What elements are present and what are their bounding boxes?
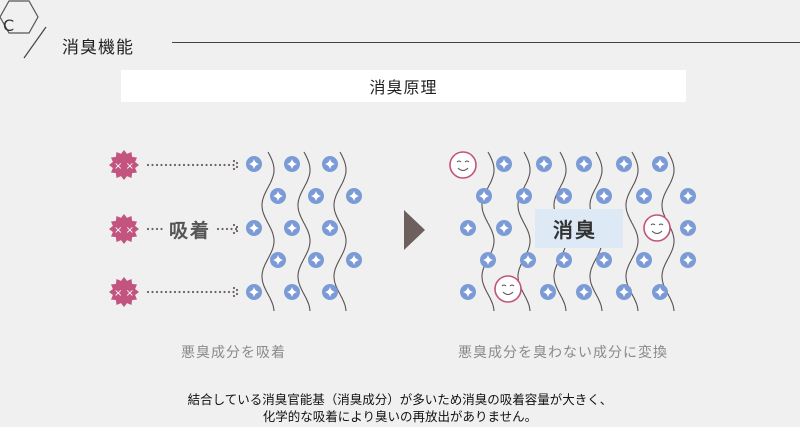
deodorant-component-icon (284, 156, 300, 172)
deodorant-component-icon (322, 284, 338, 300)
deodorant-component-icon (284, 220, 300, 236)
deodorant-component-icon (322, 156, 338, 172)
description-line-1: 結合している消臭官能基（消臭成分）が多いため消臭の吸着容量が大きく、 (187, 392, 613, 407)
smile-face-icon (449, 151, 477, 179)
deodorant-component-icon (636, 188, 652, 204)
deodorant-component-icon (576, 156, 592, 172)
transition-arrow-icon (404, 210, 425, 250)
principle-banner: 消臭原理 (121, 70, 686, 102)
dotted-arrow (146, 163, 235, 167)
deodorant-component-icon (536, 156, 552, 172)
deodorant-component-icon (636, 252, 652, 268)
deodorization-diagram: × × × × × × (109, 150, 696, 312)
dotted-arrow (146, 227, 163, 231)
deodorant-component-icon (460, 284, 476, 300)
smile-face-icon (494, 275, 522, 303)
right-caption: 悪臭成分を臭わない成分に変換 (458, 345, 668, 361)
neutralized-molecules-group (449, 151, 671, 303)
corner-letter: C (3, 16, 15, 35)
fiber-line (661, 151, 675, 312)
deodorant-component-icon (596, 188, 612, 204)
deodorization-highlight (535, 209, 623, 248)
fiber-line (333, 151, 347, 312)
smile-face-icon (643, 214, 671, 242)
deodorant-component-icon (322, 220, 338, 236)
description-line-2: 化学的な吸着により臭いの再放出がありません。 (262, 409, 538, 424)
svg-text:× ×: × × (114, 225, 134, 236)
dotted-arrow (146, 290, 235, 294)
deodorant-component-icon (308, 188, 324, 204)
deodorant-component-icon (680, 252, 696, 268)
deodorant-component-icon (652, 284, 668, 300)
dotted-arrows-group (146, 159, 239, 298)
deodorant-component-icon (246, 156, 262, 172)
fiber-line (625, 151, 639, 312)
arrow-head-icon (232, 286, 239, 298)
deodorant-component-icon (284, 284, 300, 300)
title-rule (172, 42, 800, 43)
deodorant-component-icon (270, 252, 286, 268)
fiber-line (297, 151, 311, 312)
hexagon-logo-icon (0, 0, 39, 34)
deodorant-components-group (246, 156, 696, 300)
odor-particle-icon: × × (109, 214, 139, 244)
deodorant-component-icon (556, 252, 572, 268)
svg-text:× ×: × × (114, 161, 134, 172)
deodorant-component-icon (652, 156, 668, 172)
deodorant-component-icon (680, 220, 696, 236)
deodorant-component-icon (480, 252, 496, 268)
deodorant-component-icon (516, 188, 532, 204)
deodorant-component-icon (246, 284, 262, 300)
dotted-arrow (216, 227, 238, 231)
arrow-head-icon (232, 159, 239, 171)
principle-banner-title: 消臭原理 (369, 78, 438, 97)
deodorant-component-icon (346, 252, 362, 268)
adsorption-label: 吸着 (167, 216, 214, 243)
deodorant-component-icon (246, 220, 262, 236)
section-title: 消臭機能 (62, 38, 134, 58)
fiber-line (481, 151, 495, 312)
svg-text:× ×: × × (114, 288, 134, 299)
deodorant-component-icon (576, 284, 592, 300)
odor-particle-icon: × × (109, 277, 139, 307)
deodorant-component-icon (616, 284, 632, 300)
fiber-waves-group (261, 151, 675, 312)
odor-particle-icon: × × (109, 150, 139, 180)
deodorization-label: 消臭 (553, 218, 597, 242)
deodorant-component-icon (270, 188, 286, 204)
arrow-head-icon (232, 223, 239, 235)
fiber-line (261, 151, 275, 312)
deodorant-component-icon (496, 220, 512, 236)
deodorant-component-icon (496, 156, 512, 172)
deodorant-component-icon (520, 252, 536, 268)
deodorant-component-icon (540, 284, 556, 300)
deodorant-component-icon (556, 188, 572, 204)
deodorant-component-icon (596, 252, 612, 268)
deodorant-component-icon (476, 188, 492, 204)
deodorant-component-icon (308, 252, 324, 268)
left-caption: 悪臭成分を吸着 (181, 345, 286, 361)
deodorant-component-icon (346, 188, 362, 204)
deodorant-component-icon (460, 220, 476, 236)
deodorant-component-icon (680, 188, 696, 204)
title-slash-divider (23, 26, 47, 59)
deodorant-component-icon (616, 156, 632, 172)
odor-particles-group: × × × × × × (109, 150, 139, 307)
